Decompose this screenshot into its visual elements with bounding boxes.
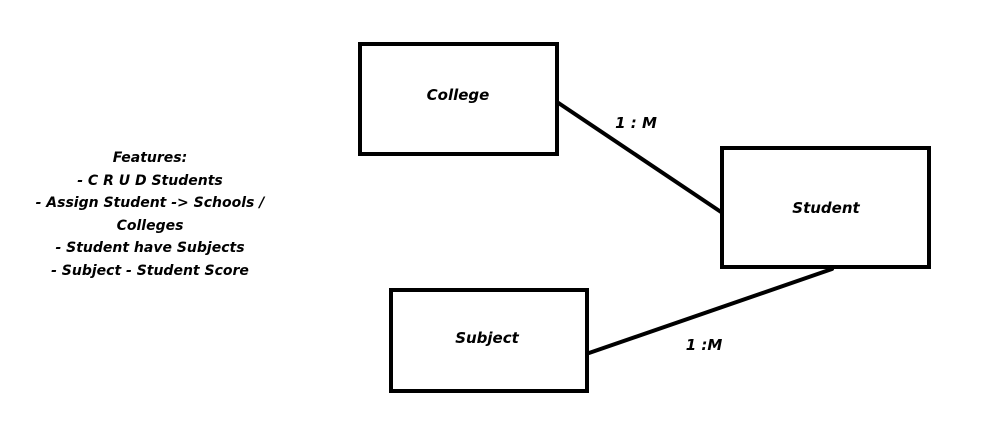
entity-student[interactable]: Student <box>720 146 931 269</box>
entity-college[interactable]: College <box>358 42 559 156</box>
feature-line: Colleges <box>116 217 184 234</box>
entity-subject[interactable]: Subject <box>389 288 589 393</box>
entity-box-subject <box>389 288 589 393</box>
feature-line: - Student have Subjects <box>55 240 245 257</box>
entity-label-college: College <box>427 86 490 104</box>
feature-line: - Assign Student -> Schools / <box>35 195 265 212</box>
cardinality-label-subject-student: 1 :M <box>686 336 723 354</box>
feature-line: - Subject - Student Score <box>51 262 249 279</box>
feature-line: - C R U D Students <box>77 172 223 189</box>
entity-box-college <box>358 42 559 156</box>
entity-box-student <box>720 146 931 269</box>
relation-line-college-student <box>555 100 723 214</box>
entity-label-student: Student <box>792 199 860 217</box>
entity-label-subject: Subject <box>455 329 519 347</box>
cardinality-label-college-student: 1 : M <box>615 114 657 132</box>
features-title: Features: <box>112 150 188 166</box>
relation-line-subject-student <box>587 267 834 355</box>
features-block: Features: - C R U D Students - Assign St… <box>20 147 280 283</box>
